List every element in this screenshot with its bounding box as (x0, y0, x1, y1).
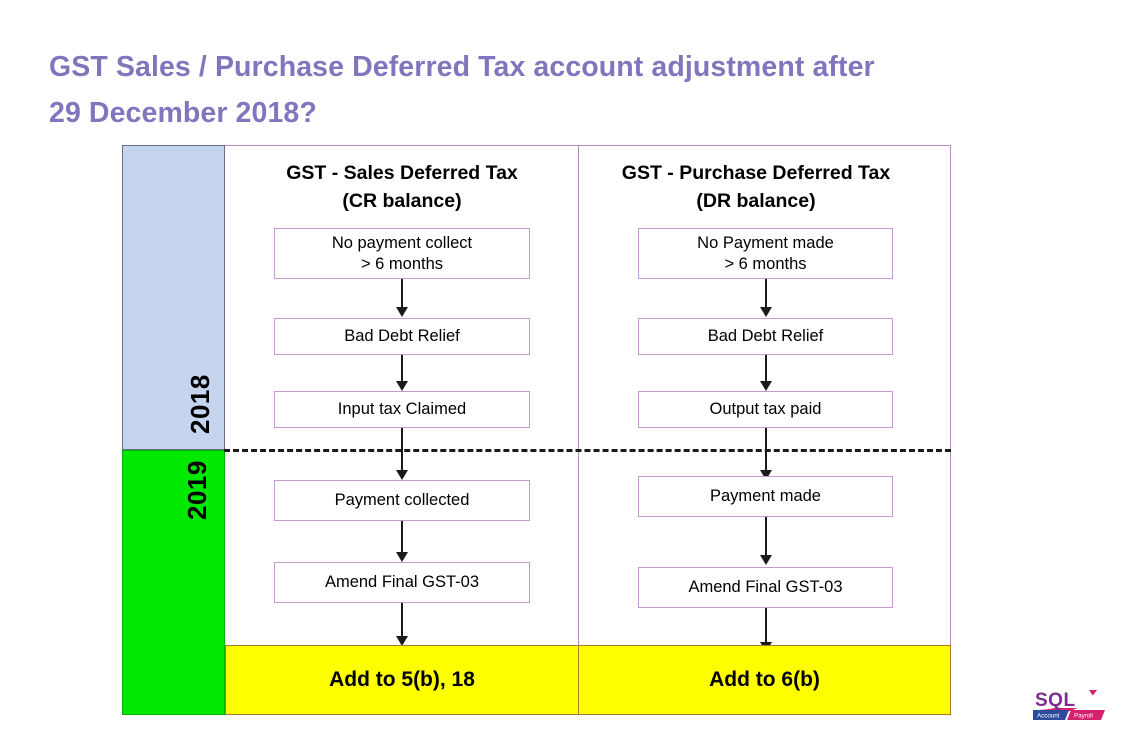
purchase-arrow-5 (765, 608, 767, 643)
purchase-step-no-payment-made: No Payment made > 6 months (638, 228, 893, 279)
column-divider (578, 145, 579, 715)
sales-arrow-2 (401, 355, 403, 382)
year-block-2019 (122, 450, 225, 715)
purchase-arrow-1 (765, 279, 767, 308)
svg-text:Payroll: Payroll (1074, 713, 1093, 720)
year-label-2019: 2019 (182, 460, 212, 520)
year-block-2018 (122, 145, 225, 450)
sales-step-input-tax-claimed: Input tax Claimed (274, 391, 530, 428)
sales-step-no-payment-collect: No payment collect > 6 months (274, 228, 530, 279)
result-purchase: Add to 6(b) (578, 645, 951, 715)
purchase-step-payment-made: Payment made (638, 476, 893, 517)
sales-step-payment-collected: Payment collected (274, 480, 530, 521)
purchase-arrow-4 (765, 517, 767, 556)
sales-arrow-4 (401, 521, 403, 553)
result-sales: Add to 5(b), 18 (225, 645, 579, 715)
sales-arrow-1 (401, 279, 403, 308)
sales-arrow-5 (401, 603, 403, 637)
sales-step-bad-debt-relief: Bad Debt Relief (274, 318, 530, 355)
sales-step-amend-final-gst03: Amend Final GST-03 (274, 562, 530, 603)
sql-logo: SQL Account Payroll (1027, 684, 1109, 722)
column-header-purchase: GST - Purchase Deferred Tax (DR balance) (621, 162, 891, 212)
svg-text:Account: Account (1037, 713, 1060, 720)
column-header-sales: GST - Sales Deferred Tax (CR balance) (286, 162, 518, 212)
page-title: GST Sales / Purchase Deferred Tax accoun… (49, 51, 875, 129)
year-label-2018: 2018 (185, 374, 215, 434)
purchase-arrow-2 (765, 355, 767, 382)
year-separator-dashed-line (224, 449, 951, 452)
purchase-step-bad-debt-relief: Bad Debt Relief (638, 318, 893, 355)
svg-text:SQL: SQL (1035, 690, 1076, 711)
purchase-step-amend-final-gst03: Amend Final GST-03 (638, 567, 893, 608)
purchase-step-output-tax-paid: Output tax paid (638, 391, 893, 428)
